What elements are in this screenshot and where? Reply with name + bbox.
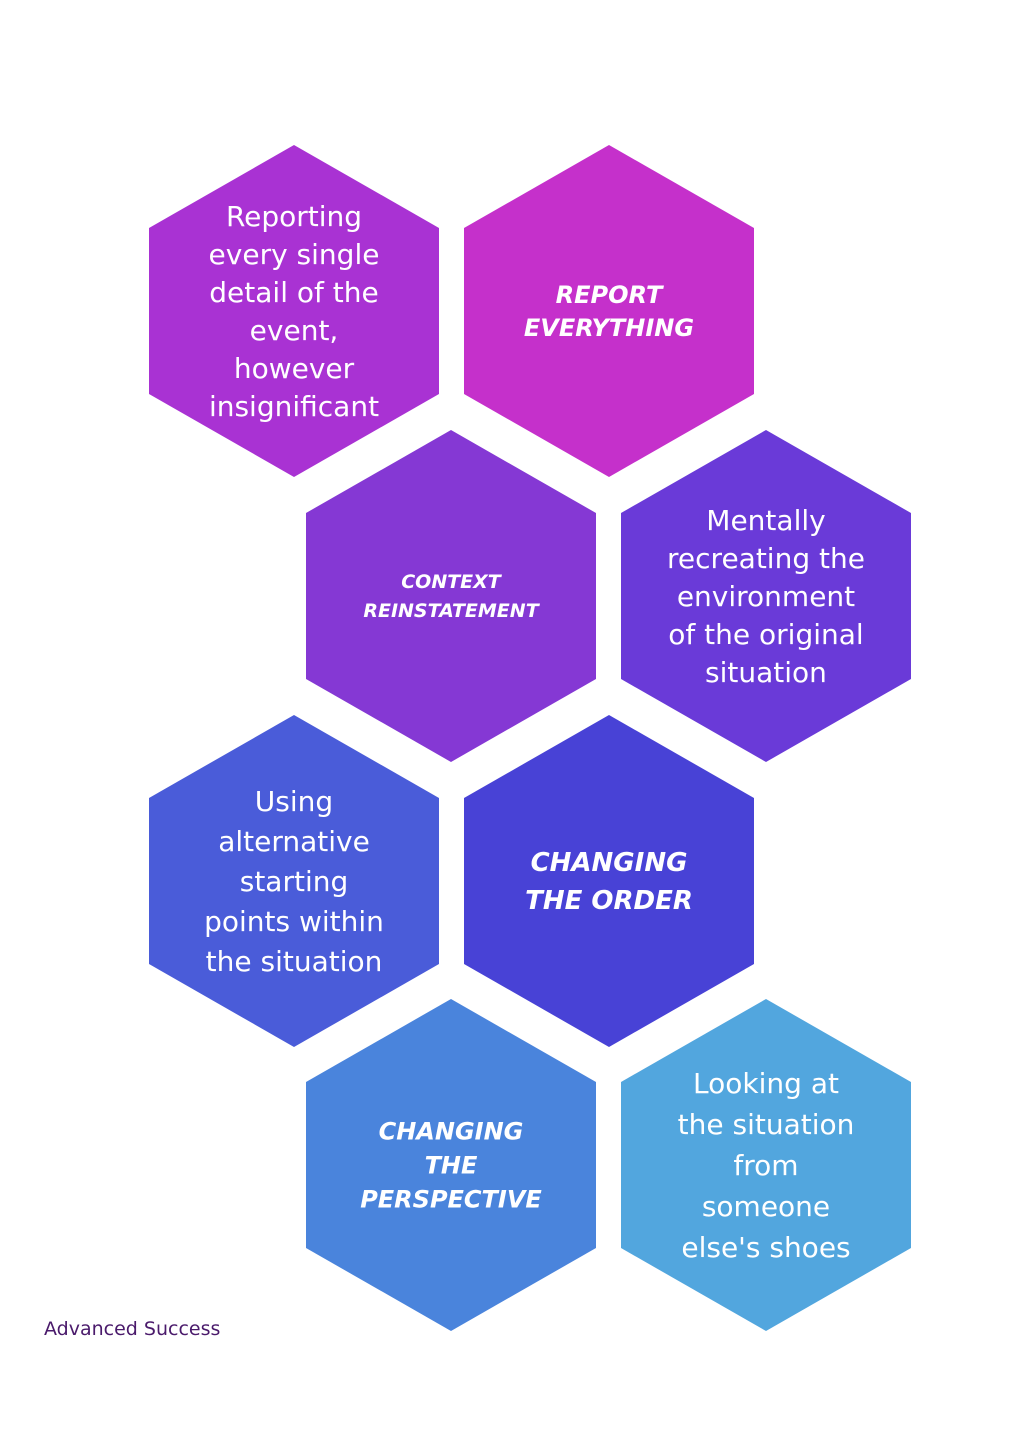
hexagon-text-line: CONTEXT xyxy=(401,571,503,593)
hexagon-text-line: every single xyxy=(209,238,380,271)
hexagon-text-line: environment xyxy=(677,580,855,613)
hexagon-order-desc: Using alternative starting points within the… xyxy=(149,715,439,1047)
hexagon-text-line: PERSPECTIVE xyxy=(360,1185,542,1213)
hexagon-text-line: event, xyxy=(250,314,339,347)
hexagon-text-line: Reporting xyxy=(226,200,362,233)
hexagon-text-line: situation xyxy=(705,656,827,689)
hexagon-text-line: insignificant xyxy=(209,390,379,423)
hexagon-text-line: points within xyxy=(204,905,384,938)
hexagon-shape xyxy=(306,999,596,1331)
hexagon-text-line: Mentally xyxy=(706,504,825,537)
hexagon-text-line: THE xyxy=(425,1151,478,1179)
hexagon-description: Reporting every single detail of the event,… xyxy=(209,200,380,423)
hexagon-text-line: someone xyxy=(702,1190,830,1223)
hexagon-shape xyxy=(621,999,911,1331)
hexagon-text-line: of the original xyxy=(668,618,863,651)
hexagon-description: Mentally recreating the environment of the … xyxy=(667,504,865,689)
hexagon-title: CHANGING THE PERSPECTIVE xyxy=(360,1117,542,1213)
hexagon-report-desc: Reporting every single detail of the event,… xyxy=(149,145,439,477)
hexagon-text-line: REINSTATEMENT xyxy=(363,600,540,622)
hexagon-title: REPORT EVERYTHING xyxy=(524,281,694,342)
hexagon-text-line: however xyxy=(234,352,355,385)
hexagon-title: CHANGING THE ORDER xyxy=(525,848,693,916)
hexagon-report-title: REPORT EVERYTHING xyxy=(464,145,754,477)
hexagon-shape xyxy=(464,715,754,1047)
hexagon-perspective-title: CHANGING THE PERSPECTIVE xyxy=(306,999,596,1331)
hexagon-text-line: CHANGING xyxy=(379,1117,524,1145)
hexagon-shape xyxy=(149,145,439,477)
hexagon-text-line: THE ORDER xyxy=(525,886,693,916)
hexagon-text-line: Looking at xyxy=(693,1067,839,1100)
hexagon-shape xyxy=(621,430,911,762)
hexagon-shape xyxy=(306,430,596,762)
hexagon-text-line: CHANGING xyxy=(531,848,688,878)
brand-logo-text: Advanced Success xyxy=(44,1318,221,1340)
hexagon-description: Looking at the situation from someone else's… xyxy=(678,1067,855,1264)
hexagon-text-line: REPORT xyxy=(556,281,664,309)
hexagon-text-line: Using xyxy=(255,785,333,818)
hexagon-text-line: detail of the xyxy=(209,276,378,309)
hexagon-shape xyxy=(149,715,439,1047)
hexagon-text-line: the situation xyxy=(678,1108,855,1141)
hexagon-description: Using alternative starting points within the… xyxy=(204,785,384,978)
hexagon-context-desc: Mentally recreating the environment of the … xyxy=(621,430,911,762)
hexagon-text-line: from xyxy=(733,1149,798,1182)
hexagon-order-title: CHANGING THE ORDER xyxy=(464,715,754,1047)
hexagon-text-line: starting xyxy=(240,865,349,898)
hexagon-context-title: CONTEXT REINSTATEMENT xyxy=(306,430,596,762)
hexagon-text-line: alternative xyxy=(218,825,370,858)
hexagon-title: CONTEXT REINSTATEMENT xyxy=(363,571,540,622)
hexagon-perspective-desc: Looking at the situation from someone else's… xyxy=(621,999,911,1331)
hexagon-text-line: EVERYTHING xyxy=(524,314,694,342)
hexagon-text-line: the situation xyxy=(206,945,383,978)
hexagon-text-line: else's shoes xyxy=(681,1231,850,1264)
hexagon-text-line: recreating the xyxy=(667,542,865,575)
hexagon-shape xyxy=(464,145,754,477)
